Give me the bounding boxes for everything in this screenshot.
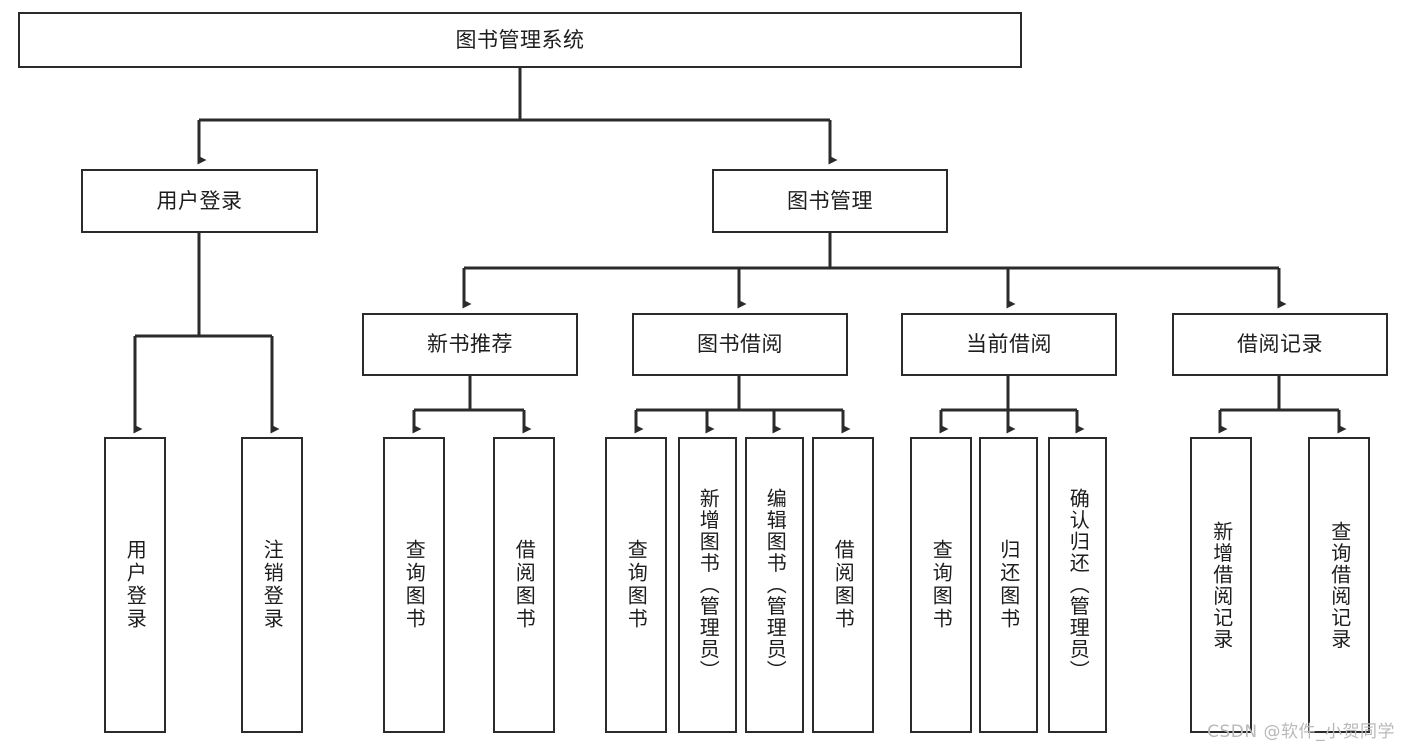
node-new-book-recommend-label: 新书推荐 <box>427 332 513 357</box>
node-leaf-borrow-book-1[interactable]: 借阅图书 <box>493 437 555 733</box>
node-leaf-edit-book[interactable]: 编辑图书（管理员） <box>745 437 804 733</box>
node-leaf-user-logout-label: 注销登录 <box>260 539 285 631</box>
node-book-borrow-label: 图书借阅 <box>697 332 783 357</box>
node-leaf-user-logout[interactable]: 注销登录 <box>241 437 303 733</box>
node-leaf-add-record[interactable]: 新增借阅记录 <box>1190 437 1252 733</box>
node-root-label: 图书管理系统 <box>455 27 585 52</box>
node-leaf-query-record-label: 查询借阅记录 <box>1327 520 1352 650</box>
node-root[interactable]: 图书管理系统 <box>18 12 1022 68</box>
node-leaf-return-book-label: 归还图书 <box>996 539 1021 631</box>
node-leaf-return-book[interactable]: 归还图书 <box>979 437 1038 733</box>
node-current-borrow-label: 当前借阅 <box>966 332 1052 357</box>
node-leaf-query-book-3-label: 查询图书 <box>929 539 954 631</box>
node-new-book-recommend[interactable]: 新书推荐 <box>362 313 578 376</box>
node-leaf-edit-book-label: 编辑图书（管理员） <box>763 488 788 682</box>
node-leaf-add-book-label: 新增图书（管理员） <box>696 488 721 682</box>
node-current-borrow[interactable]: 当前借阅 <box>901 313 1117 376</box>
node-leaf-add-book[interactable]: 新增图书（管理员） <box>678 437 737 733</box>
node-book-borrow[interactable]: 图书借阅 <box>632 313 848 376</box>
node-leaf-borrow-book-2-label: 借阅图书 <box>831 539 856 631</box>
node-leaf-query-book-1-label: 查询图书 <box>402 539 427 631</box>
node-user-login[interactable]: 用户登录 <box>81 169 318 233</box>
node-borrow-record-label: 借阅记录 <box>1237 332 1323 357</box>
node-leaf-query-book-3[interactable]: 查询图书 <box>910 437 972 733</box>
node-leaf-query-book-2-label: 查询图书 <box>624 539 649 631</box>
node-leaf-borrow-book-2[interactable]: 借阅图书 <box>812 437 874 733</box>
node-user-login-label: 用户登录 <box>156 188 243 213</box>
node-leaf-borrow-book-1-label: 借阅图书 <box>512 539 537 631</box>
node-leaf-query-book-2[interactable]: 查询图书 <box>605 437 667 733</box>
node-leaf-add-record-label: 新增借阅记录 <box>1209 520 1234 650</box>
node-leaf-confirm-return[interactable]: 确认归还（管理员） <box>1048 437 1107 733</box>
node-borrow-record[interactable]: 借阅记录 <box>1172 313 1388 376</box>
node-leaf-confirm-return-label: 确认归还（管理员） <box>1066 488 1091 682</box>
node-book-manage-label: 图书管理 <box>787 188 873 213</box>
node-leaf-query-record[interactable]: 查询借阅记录 <box>1308 437 1370 733</box>
node-leaf-user-login[interactable]: 用户登录 <box>104 437 166 733</box>
watermark-text: CSDN @软件_小贺同学 <box>1207 722 1395 742</box>
node-book-manage[interactable]: 图书管理 <box>712 169 948 233</box>
node-leaf-query-book-1[interactable]: 查询图书 <box>383 437 445 733</box>
node-leaf-user-login-label: 用户登录 <box>123 539 148 631</box>
